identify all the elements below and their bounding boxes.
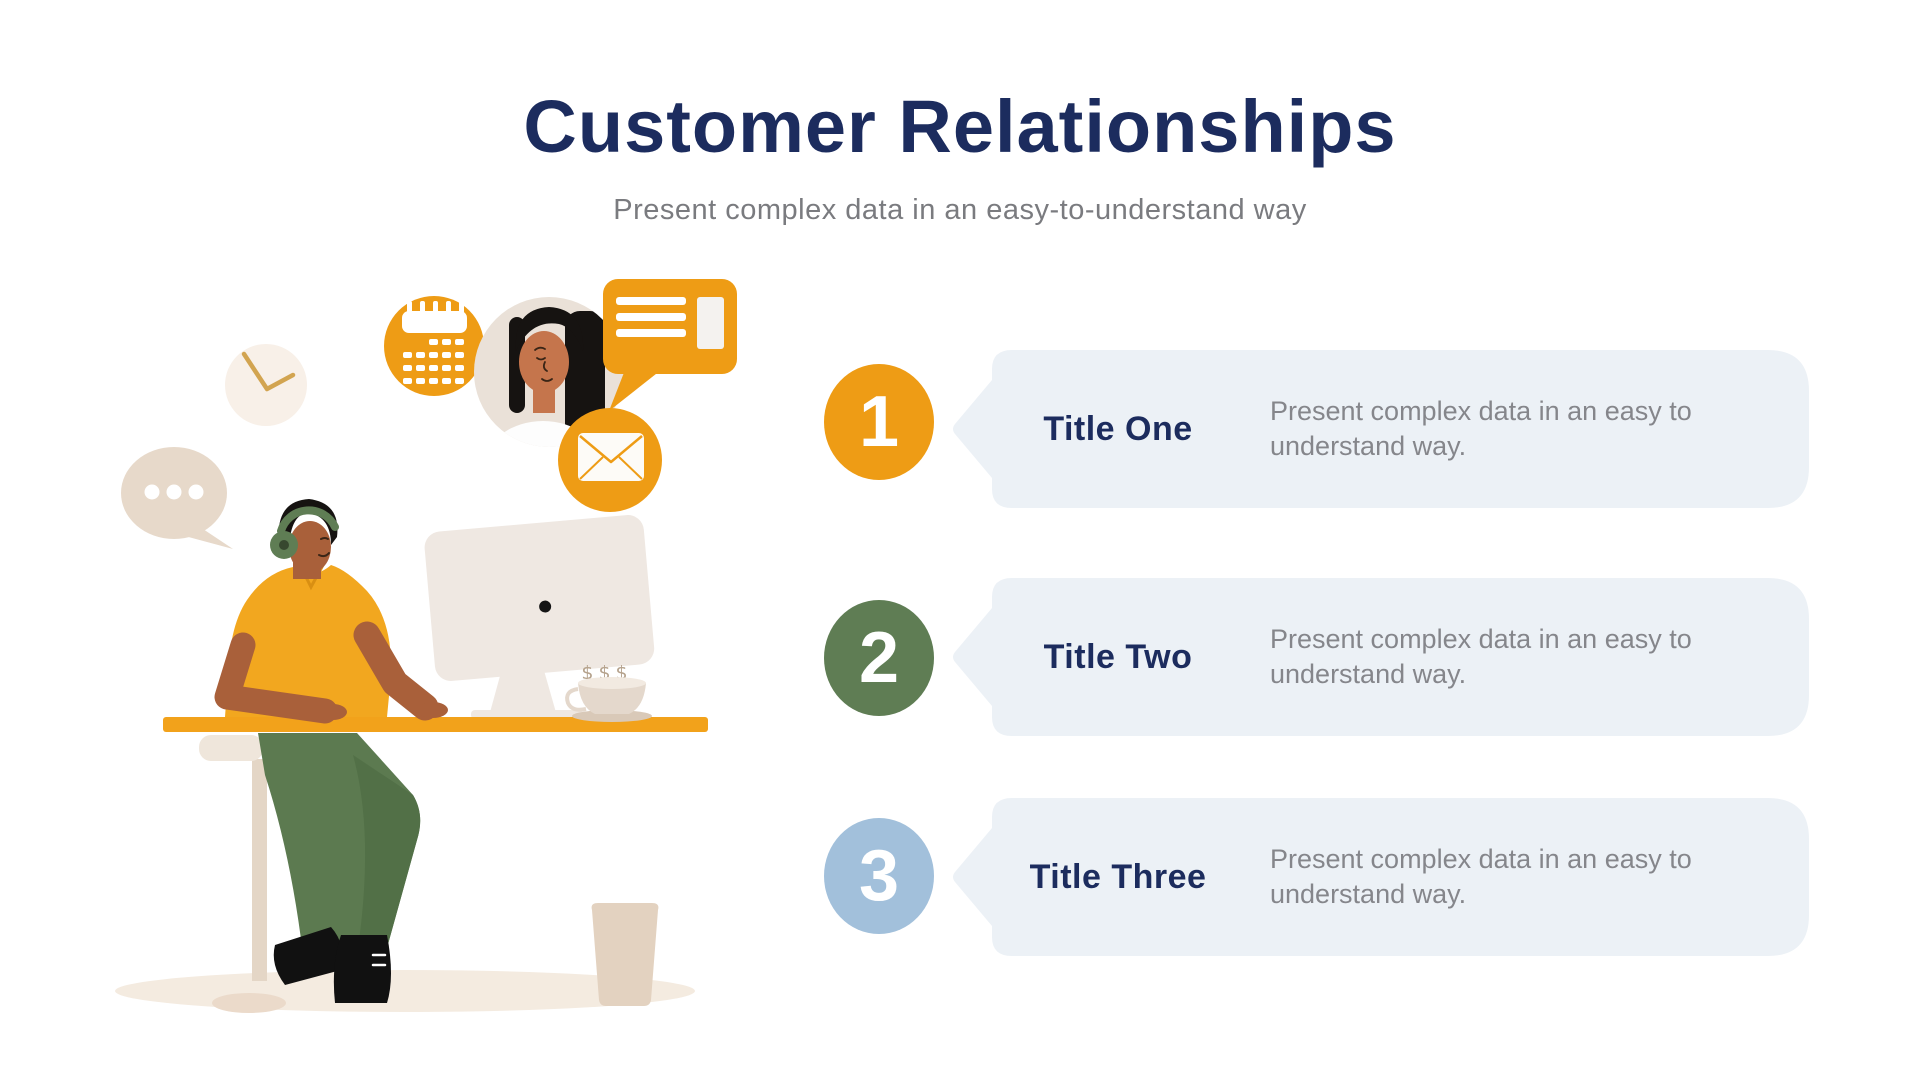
item-title: Title One xyxy=(1043,409,1193,448)
item-number-badge: 1 xyxy=(824,364,934,480)
card-bubble-shape xyxy=(953,350,1809,508)
desk xyxy=(163,717,708,732)
list-item: Title Three Present complex data in an e… xyxy=(951,798,1809,956)
chat-message-icon xyxy=(603,279,737,411)
shirt xyxy=(225,565,392,717)
calendar-glyph xyxy=(402,301,467,384)
clock-icon xyxy=(225,344,307,426)
headset-band xyxy=(277,506,339,535)
page-title: Customer Relationships xyxy=(523,85,1397,168)
hand xyxy=(319,704,347,720)
calendar-icon xyxy=(384,296,484,396)
item-description: Present complex data in an easy to under… xyxy=(1270,395,1692,461)
item-title: Title Three xyxy=(1029,857,1207,896)
card-bubble-shape xyxy=(953,578,1809,736)
item-description: Present complex data in an easy to under… xyxy=(1270,843,1692,909)
monitor-stand xyxy=(489,665,557,716)
trash-bin xyxy=(591,903,659,1006)
list-item: Title Two Present complex data in an eas… xyxy=(951,578,1809,736)
hand xyxy=(418,702,448,718)
computer-monitor xyxy=(424,515,655,719)
coffee-cup-icon: $$$ xyxy=(565,662,652,722)
stool xyxy=(199,735,267,981)
page-subtitle: Present complex data in an easy-to-under… xyxy=(613,194,1307,226)
monitor-base xyxy=(471,710,583,719)
email-envelope-icon xyxy=(558,408,662,512)
item-description: Present complex data in an easy to under… xyxy=(1270,623,1692,689)
stool-shadow xyxy=(212,993,286,1013)
typing-dots-bubble-icon xyxy=(121,447,233,549)
card-bubble-shape xyxy=(953,798,1809,956)
boot xyxy=(273,927,343,985)
customer-support-illustration: $$$ xyxy=(115,279,737,1013)
face xyxy=(289,521,331,573)
agent-legs xyxy=(258,733,421,1003)
eye xyxy=(320,537,329,540)
monitor-logo-dot xyxy=(539,600,552,613)
agent-arms xyxy=(214,621,448,724)
support-agent-at-desk xyxy=(225,499,392,717)
smile xyxy=(318,552,330,558)
item-number-badge: 2 xyxy=(824,600,934,716)
boot xyxy=(333,935,391,1003)
list-item: Title One Present complex data in an eas… xyxy=(951,350,1809,508)
item-title: Title Two xyxy=(1043,637,1193,676)
item-number-badge: 3 xyxy=(824,818,934,934)
